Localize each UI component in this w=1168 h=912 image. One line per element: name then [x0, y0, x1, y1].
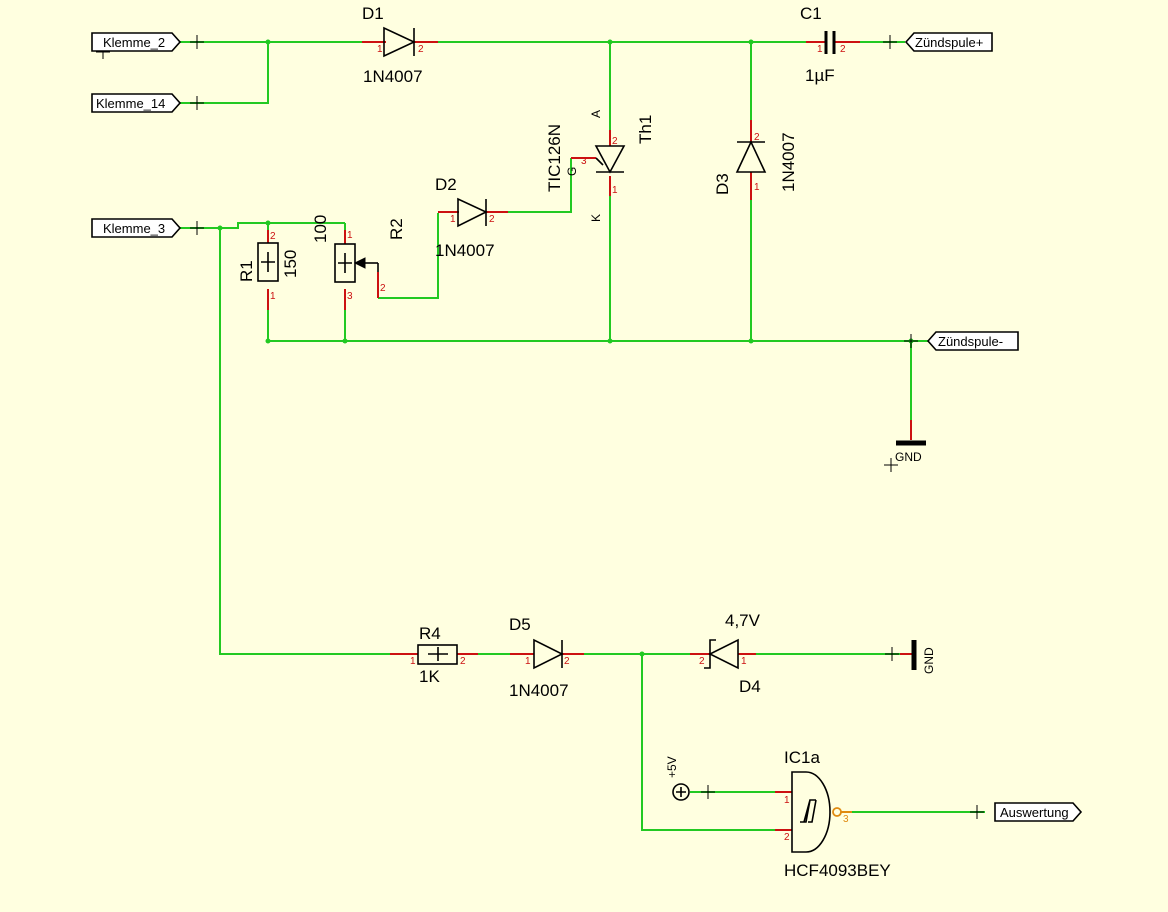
gnd-label: GND: [922, 647, 936, 674]
pin-label: 2: [564, 656, 570, 667]
pin-label: 1: [741, 656, 747, 667]
connector-klemme14[interactable]: Klemme_14: [91, 93, 182, 113]
d4-ref: D4: [739, 677, 761, 696]
pin-label: 2: [270, 231, 276, 242]
d3-value: 1N4007: [779, 132, 798, 192]
connector-auswertung[interactable]: Auswertung: [994, 802, 1083, 822]
c1-value: 1µF: [805, 66, 835, 85]
pin-label: 1: [817, 44, 823, 55]
junctions: [217, 39, 914, 657]
pin-label: 2: [754, 132, 760, 143]
d2-ref: D2: [435, 175, 457, 194]
pin-label: 1: [612, 185, 618, 196]
d4-value: 4,7V: [725, 611, 761, 630]
connector-zuendspule-minus[interactable]: Zündspule-: [926, 331, 1019, 351]
pin-label: 2: [784, 832, 790, 843]
ic1a-value: HCF4093BEY: [784, 861, 891, 880]
pin-label: 1: [377, 44, 383, 55]
pin-label: 1: [410, 656, 416, 667]
r4-value: 1K: [419, 667, 440, 686]
d2-value: 1N4007: [435, 241, 495, 260]
diode-d5[interactable]: 1 2 D5 1N4007: [509, 615, 584, 700]
th1-gate-label: G: [565, 167, 579, 176]
potentiometer-r2[interactable]: 1 3 2 100 R2: [311, 215, 406, 310]
pin-label: 1: [525, 656, 531, 667]
th1-cathode-label: K: [589, 214, 603, 222]
pin-label: 2: [418, 44, 424, 55]
d5-value: 1N4007: [509, 681, 569, 700]
pin-label: 2: [840, 44, 846, 55]
pin-label: 1: [784, 795, 790, 806]
d1-ref: D1: [362, 4, 384, 23]
vcc-symbol[interactable]: +5V: [665, 756, 690, 801]
connector-label: Zündspule+: [915, 35, 983, 50]
pin-label: 2: [460, 656, 466, 667]
r1-ref: R1: [237, 260, 256, 282]
wires: [180, 41, 985, 831]
nand-gate-ic1a[interactable]: 1 2 3 IC1a HCF4093BEY: [775, 748, 891, 880]
th1-anode-label: A: [589, 110, 603, 118]
gnd-label: GND: [895, 450, 922, 464]
ground-symbol-top[interactable]: GND: [895, 420, 926, 464]
capacitor-c1[interactable]: 1 2 C1 1µF: [800, 4, 860, 85]
connector-zuendspule-plus[interactable]: Zündspule+: [904, 32, 993, 52]
connector-klemme2[interactable]: Klemme_2: [91, 32, 182, 52]
crosshair-markers: [96, 35, 984, 819]
diode-d3[interactable]: 2 1 D3 1N4007: [713, 120, 798, 200]
resistor-r1[interactable]: 2 1 R1 150: [237, 230, 300, 310]
th1-ref: Th1: [636, 115, 655, 144]
r2-value: 100: [311, 215, 330, 243]
thyristor-th1[interactable]: 2 1 3 A K G TIC126N Th1: [545, 110, 655, 222]
d1-value: 1N4007: [363, 67, 423, 86]
ic1a-ref: IC1a: [784, 748, 820, 767]
pin-label: 2: [380, 283, 386, 294]
th1-value: TIC126N: [545, 124, 564, 192]
pin-label: 1: [450, 214, 456, 225]
zener-diode-d4[interactable]: 2 1 4,7V D4: [690, 611, 761, 696]
pin-label: 1: [347, 230, 353, 241]
connector-label: Auswertung: [1000, 805, 1069, 820]
pin-label: 3: [843, 814, 849, 825]
pin-label: 3: [347, 291, 353, 302]
r2-ref: R2: [387, 218, 406, 240]
diode-d1[interactable]: 1 2 D1 1N4007: [362, 4, 438, 86]
pin-label: 3: [581, 156, 587, 167]
connector-label: Klemme_3: [103, 221, 165, 236]
connector-label: Klemme_2: [103, 35, 165, 50]
r4-ref: R4: [419, 624, 441, 643]
connector-label: Klemme_14: [96, 96, 165, 111]
d5-ref: D5: [509, 615, 531, 634]
r1-value: 150: [281, 250, 300, 278]
connector-label: Zündspule-: [938, 334, 1003, 349]
diode-d2[interactable]: 1 2 D2 1N4007: [435, 175, 508, 260]
pin-label: 2: [489, 214, 495, 225]
pin-label: 2: [699, 656, 705, 667]
resistor-r4[interactable]: 1 2 R4 1K: [390, 624, 478, 686]
connector-klemme3[interactable]: Klemme_3: [91, 218, 182, 238]
pin-label: 1: [754, 182, 760, 193]
vcc-label: +5V: [665, 756, 679, 778]
c1-ref: C1: [800, 4, 822, 23]
ground-symbol-right[interactable]: GND: [900, 640, 936, 674]
pin-label: 1: [270, 291, 276, 302]
d3-ref: D3: [713, 173, 732, 195]
pin-label: 2: [612, 136, 618, 147]
